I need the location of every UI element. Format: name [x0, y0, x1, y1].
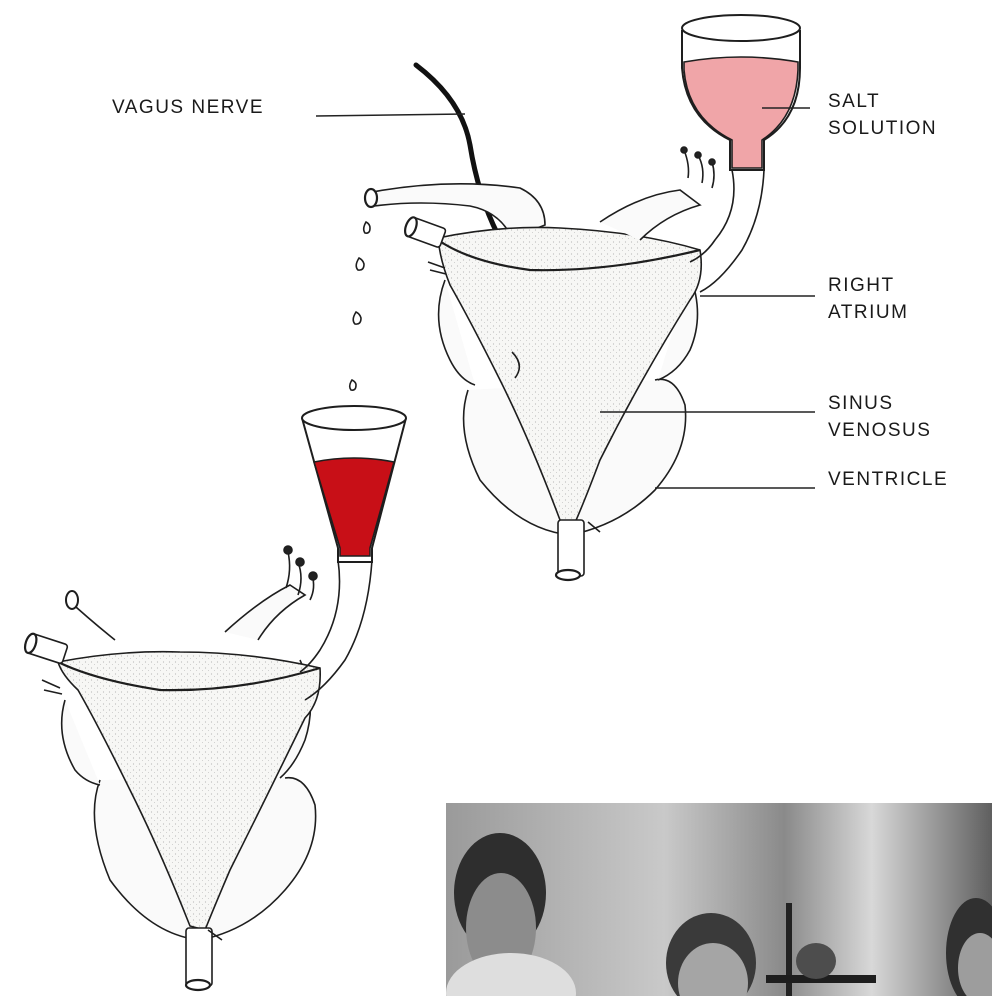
salt-solution-label-line2: SOLUTION [828, 115, 937, 142]
salt-solution-label: SALT SOLUTION [828, 88, 937, 142]
sinus-venosus-label: SINUS VENOSUS [828, 390, 931, 444]
salt-solution-label-line1: SALT [828, 88, 937, 115]
laboratory-photograph [446, 803, 992, 996]
vagus-nerve-label: VAGUS NERVE [112, 94, 264, 121]
dripping-fluid-drops [350, 222, 370, 390]
ventricle-label: VENTRICLE [828, 466, 948, 493]
salt-solution-fluid [684, 57, 798, 168]
sinus-venosus-label-line1: SINUS [828, 390, 931, 417]
right-atrium-label-line2: ATRIUM [828, 299, 908, 326]
right-atrium-label-line1: RIGHT [828, 272, 908, 299]
right-atrium-label: RIGHT ATRIUM [828, 272, 908, 326]
sinus-venosus-label-line2: VENOSUS [828, 417, 931, 444]
